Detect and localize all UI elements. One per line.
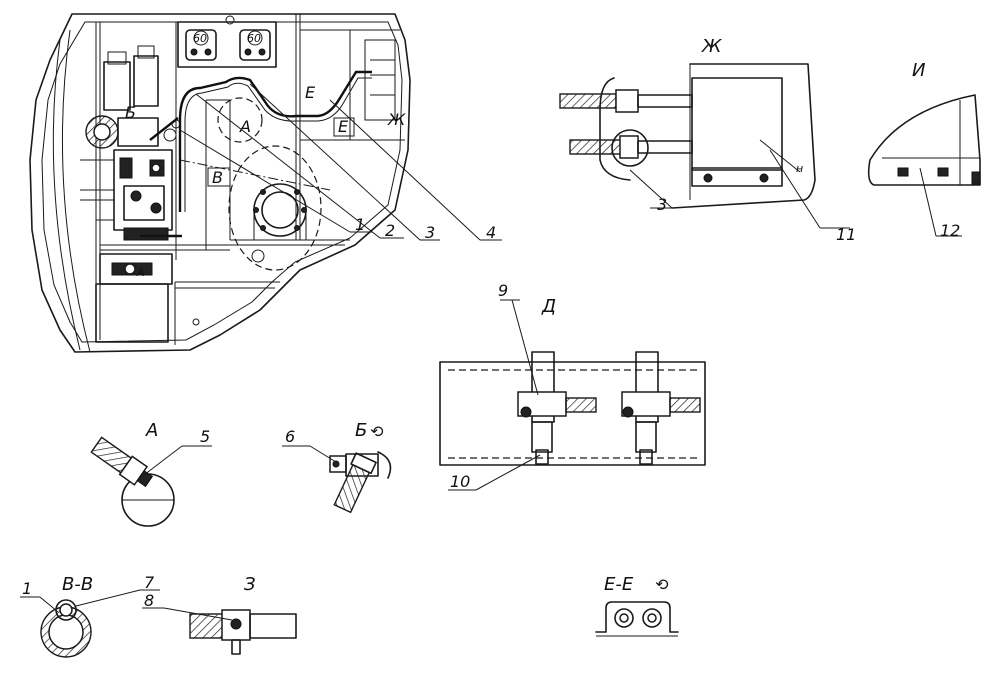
callout-5: 5 [200,427,210,446]
section-z: З [142,574,297,655]
callout-12: 12 [940,221,960,240]
view-b-title: Б [355,420,367,441]
view-a: А [90,420,212,527]
callout-1-vv: 1 [22,579,32,598]
callout-1: 1 [355,215,365,234]
pump-assembly [80,45,181,241]
front-frame-curve [52,39,81,351]
view-i-title: И [912,60,925,81]
gauge-2: 60 [239,29,271,61]
hidden-arc [228,145,322,271]
callout-7: 7 [144,573,155,592]
callout-3-zh: 3 [657,195,667,214]
section-e-e: Е-Е ⟲ [595,574,679,637]
main-assembly-view: 60 60 [29,13,411,353]
cab-outline [29,13,411,353]
mark-B: Б [125,103,136,122]
view-d-title: Д [541,296,556,317]
mark-E: Е [338,117,349,136]
gauge-1: 60 [185,29,217,61]
view-a-title: А [145,420,158,441]
leaders-main [179,83,502,241]
gauge-panel [177,21,277,68]
callout-10: 10 [450,472,470,491]
section-ee-title: Е-Е [604,574,634,595]
view-b: Б ⟲ [282,420,392,514]
callout-2: 2 [385,221,395,240]
svg-text:н: н [796,162,803,175]
view-zh-title: Ж [701,36,722,57]
mark-ZH: Ж [387,110,406,129]
callout-9: 9 [498,281,508,300]
mark-E-top: Е [305,83,316,102]
flange-port [253,183,307,240]
section-v-v: В-В [20,574,160,658]
callout-3: 3 [425,223,435,242]
mark-A-lower: А [136,266,145,279]
section-z-title: З [244,574,256,595]
main-pipe [178,70,372,212]
mark-A: А [239,117,251,136]
view-i: И [867,60,981,237]
callout-11: 11 [836,225,856,244]
callout-4: 4 [486,223,496,242]
rotation-icon: ⟲ [370,422,384,441]
gauge-1-label: 60 [193,32,207,45]
callout-6: 6 [285,427,295,446]
rotation-icon-ee: ⟲ [655,575,669,594]
mark-V: В [212,168,223,187]
gauge-2-label: 60 [247,32,261,45]
cab-inner-outline [41,21,403,343]
view-zh: Ж н [559,36,850,229]
callout-8: 8 [144,591,154,610]
section-vv-title: В-В [62,574,93,595]
view-d: Д [439,296,706,491]
